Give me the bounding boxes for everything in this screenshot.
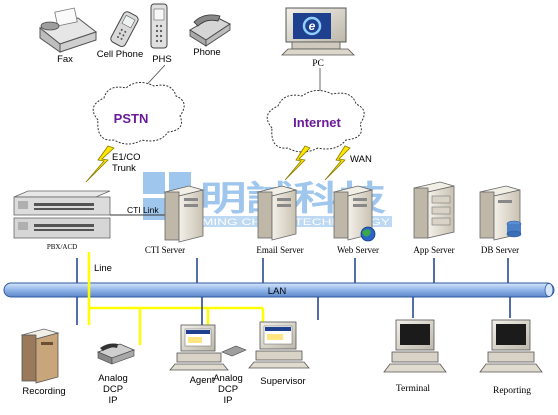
server-drop-lines bbox=[76, 258, 509, 285]
recording-server-icon bbox=[20, 328, 60, 384]
lan-bus: LAN bbox=[3, 282, 555, 298]
email-server-label: Email Server bbox=[256, 245, 303, 255]
lightning-bolt-icon bbox=[284, 145, 311, 181]
reporting-label: Reporting bbox=[493, 386, 531, 396]
pstn-label: PSTN bbox=[114, 111, 149, 126]
svg-text:e: e bbox=[309, 19, 316, 33]
line-label: Line bbox=[94, 263, 112, 274]
pc-icon: e bbox=[281, 7, 355, 56]
cti-server-label: CTI Server bbox=[145, 245, 185, 255]
app-server-icon bbox=[413, 181, 455, 239]
fax-icon bbox=[38, 7, 98, 53]
cell-phone-label: Cell Phone bbox=[97, 49, 143, 60]
db-server-icon bbox=[479, 185, 522, 241]
internet-label: Internet bbox=[293, 115, 341, 130]
ip-label-2: IP bbox=[224, 395, 233, 406]
supervisor-label: Supervisor bbox=[260, 376, 305, 387]
cti-server-icon bbox=[163, 185, 205, 243]
app-server-label: App Server bbox=[413, 245, 454, 255]
e1-co-label: E1/CO bbox=[112, 152, 141, 163]
analog-label-2: Analog bbox=[213, 373, 243, 384]
phone-icon bbox=[189, 14, 231, 47]
desk-phone-icon bbox=[96, 343, 136, 365]
lightning-bolt-icon bbox=[85, 145, 115, 183]
pbx-acd-label: PBX/ACD bbox=[47, 243, 77, 251]
recording-label: Recording bbox=[22, 386, 65, 397]
web-server-icon bbox=[332, 185, 376, 242]
client-drop-lines bbox=[76, 297, 511, 325]
phone-line-wiring bbox=[87, 252, 265, 345]
lan-label: LAN bbox=[268, 286, 287, 297]
cti-link-label: CTI Link bbox=[127, 205, 159, 215]
fax-label: Fax bbox=[57, 54, 73, 65]
ip-label-1: IP bbox=[109, 395, 118, 406]
phs-icon bbox=[150, 3, 168, 49]
reporting-icon bbox=[479, 319, 543, 373]
agent-workstation-icon bbox=[169, 324, 247, 371]
analog-label-1: Analog bbox=[98, 373, 128, 384]
terminal-icon bbox=[383, 319, 447, 373]
db-server-label: DB Server bbox=[481, 245, 519, 255]
pbx-acd-icon bbox=[13, 190, 111, 239]
email-server-icon bbox=[256, 185, 298, 241]
phone-label: Phone bbox=[193, 47, 220, 58]
wan-label: WAN bbox=[350, 154, 372, 165]
internet-cloud: Internet bbox=[266, 90, 365, 153]
pc-label: PC bbox=[312, 59, 324, 69]
dcp-label-1: DCP bbox=[103, 384, 123, 395]
terminal-label: Terminal bbox=[396, 384, 431, 394]
supervisor-workstation-icon bbox=[248, 321, 310, 369]
phs-label: PHS bbox=[152, 54, 172, 65]
lightning-bolt-icon bbox=[324, 145, 351, 181]
cell-phone-icon bbox=[110, 11, 139, 47]
web-server-label: Web Server bbox=[337, 245, 379, 255]
agent-label: Agent bbox=[190, 375, 215, 386]
trunk-label: Trunk bbox=[112, 163, 136, 174]
dcp-label-2: DCP bbox=[218, 384, 238, 395]
pstn-cloud: PSTN bbox=[92, 82, 185, 145]
